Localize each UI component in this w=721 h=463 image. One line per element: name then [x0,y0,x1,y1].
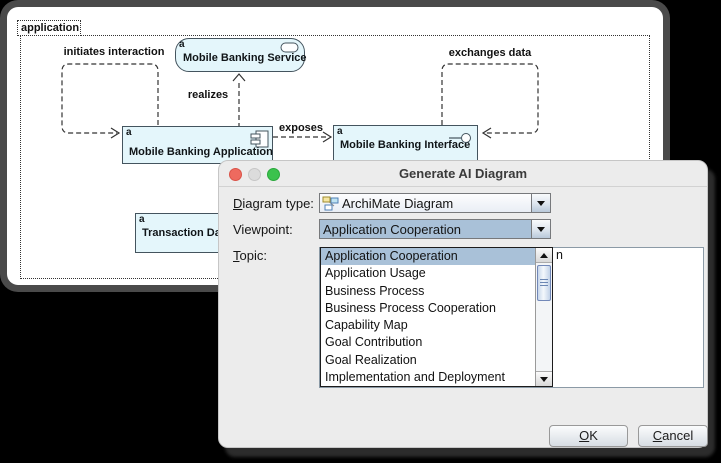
minimize-button[interactable] [248,168,261,181]
dropdown-item[interactable]: Application Usage [325,266,426,281]
diagram-editor-window: application a Mobile Banking Service [0,0,670,292]
dropdown-scrollbar[interactable] [535,248,552,386]
topic-visible-text: n [556,248,563,262]
dropdown-item[interactable]: Goal Realization [325,352,417,367]
relation-label-exchanges-data: exchanges data [448,47,532,59]
chevron-down-icon [537,226,545,232]
service-icon [280,42,299,53]
topic-label: Topic: [233,248,267,263]
scrollbar-thumb[interactable] [537,265,551,301]
relation-label-exposes: exposes [278,122,324,134]
ok-button[interactable]: OK [549,425,628,447]
relation-label-realizes: realizes [187,89,229,101]
scroll-up-button[interactable] [536,248,552,263]
viewpoint-label: Viewpoint: [233,222,293,237]
archimate-marker: a [179,39,185,50]
archimate-marker: a [337,126,343,137]
dropdown-item[interactable]: Application Cooperation [321,248,552,266]
close-button[interactable] [229,168,242,181]
generate-ai-diagram-dialog: Generate AI Diagram Diagram type: ArchiM… [218,160,708,448]
node-label: Mobile Banking Interface [340,139,471,151]
interface-lollipop-icon [449,133,471,143]
node-mobile-banking-application[interactable]: a Mobile Banking Application [122,126,273,164]
node-label: Mobile Banking Service [183,52,307,64]
viewpoint-dropdown-button[interactable] [531,220,550,238]
diagram-type-combobox[interactable]: ArchiMate Diagram [319,193,551,213]
node-label: Mobile Banking Application [129,146,273,158]
zoom-button[interactable] [267,168,280,181]
diagram-type-value: ArchiMate Diagram [342,195,454,211]
component-icon [250,130,269,148]
diagram-type-dropdown-button[interactable] [531,194,550,212]
dropdown-item[interactable]: Capability Map [325,318,408,332]
node-mobile-banking-interface[interactable]: a Mobile Banking Interface [333,125,478,164]
dialog-title: Generate AI Diagram [398,166,528,181]
chevron-up-icon [540,252,548,258]
cancel-button[interactable]: Cancel [638,425,708,447]
diagram-type-label: Diagram type: [233,196,314,211]
archimate-diagram-icon [322,196,339,210]
thumb-grip-icon [540,279,548,288]
node-mobile-banking-service[interactable]: a Mobile Banking Service [175,38,307,72]
chevron-down-icon [537,200,545,206]
archimate-marker: a [126,127,132,138]
archimate-marker: a [139,214,145,225]
node-label: Transaction Data [142,227,231,239]
scroll-down-button[interactable] [536,371,552,386]
dialog-titlebar[interactable]: Generate AI Diagram [219,161,707,187]
viewpoint-dropdown-list: Application Cooperation Application Usag… [320,247,553,387]
dropdown-item[interactable]: Goal Contribution [325,335,423,350]
chevron-down-icon [540,376,548,382]
dropdown-item[interactable]: Business Process [325,283,425,298]
viewpoint-combobox[interactable]: Application Cooperation [319,219,551,239]
viewpoint-value: Application Cooperation [323,221,462,237]
application-group-label: application [17,20,81,36]
dropdown-item[interactable]: Business Process Cooperation [325,300,496,315]
dropdown-item[interactable]: Implementation and Deployment [325,369,505,384]
relation-label-initiates-interaction: initiates interaction [63,46,165,58]
